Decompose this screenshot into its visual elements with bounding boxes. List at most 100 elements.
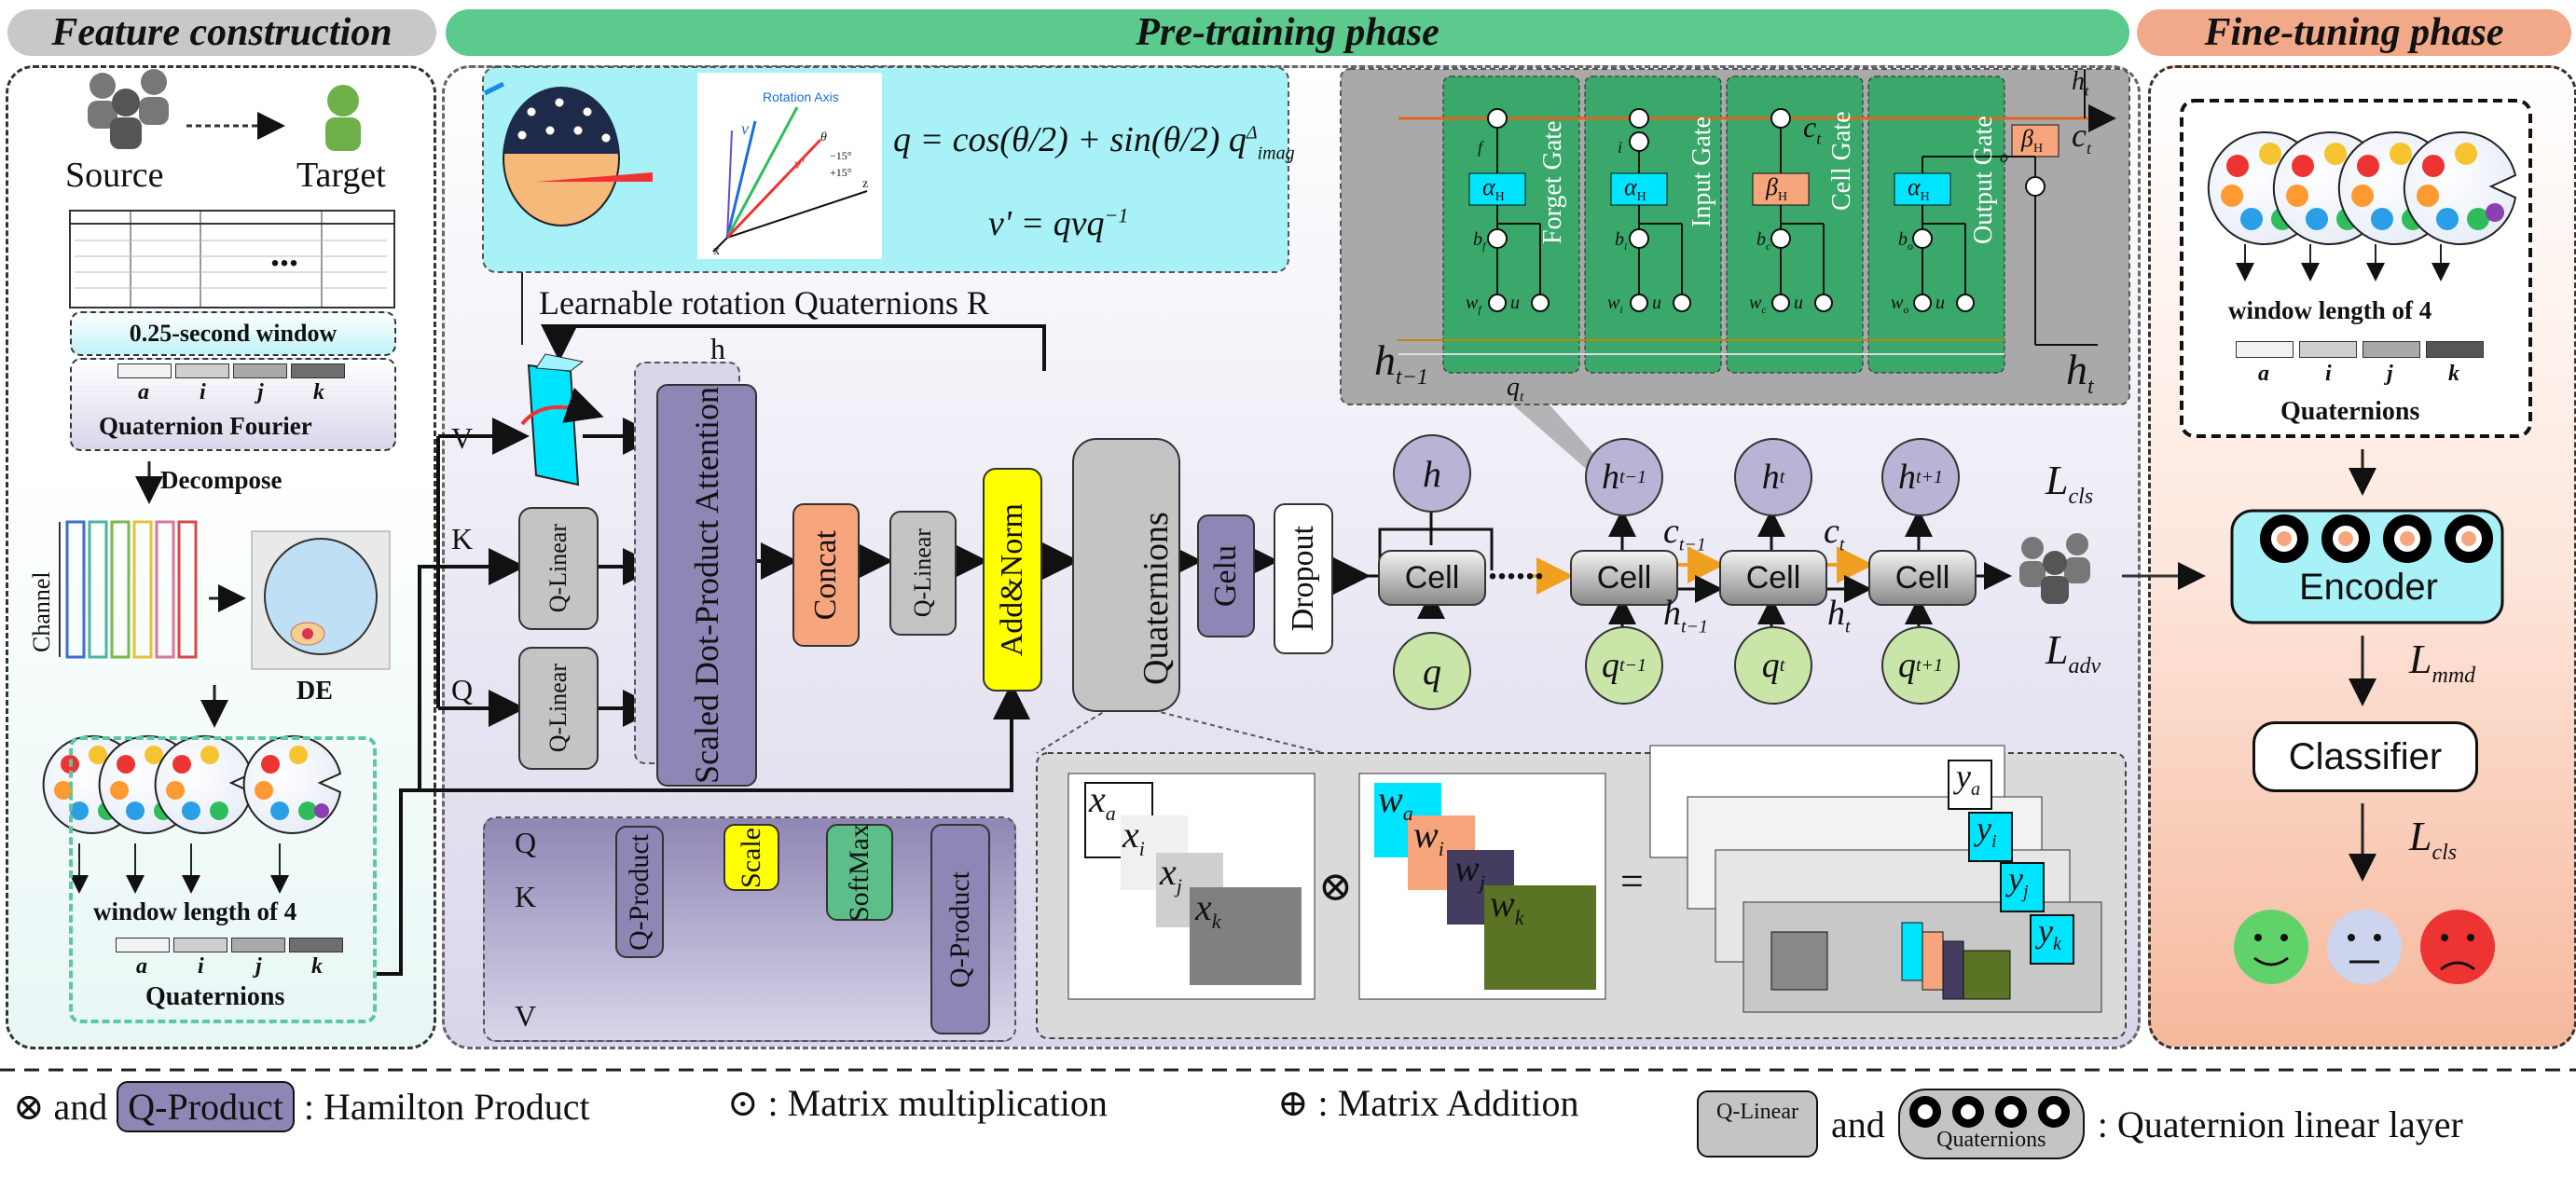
channel-label: Channel — [28, 571, 55, 652]
source-people-icon — [88, 69, 169, 149]
y-i-label: yi — [1977, 810, 1997, 853]
legend-qlinear: Q-Linear and Quaternions : Quaternion li… — [1697, 1089, 2463, 1159]
dots-label: ...... — [1488, 545, 1544, 587]
forget-gate-label: Forget Gate — [1538, 120, 1567, 244]
ellipsis-label: ... — [270, 232, 298, 274]
equation-v: v' = qvq−1 — [988, 203, 1129, 243]
encoder-label: Encoder — [2299, 567, 2438, 608]
window-box: 0.25-second window — [70, 311, 396, 356]
quaternions-layer-box — [1072, 438, 1180, 712]
axis-m15-label: −15° — [830, 149, 852, 162]
palette-left-frame — [69, 736, 377, 1023]
legend-matmul: ⊙ : Matrix multiplication — [727, 1082, 1108, 1124]
w-a-label: wa — [1378, 778, 1413, 825]
lstm-gate-panel — [1340, 68, 2130, 405]
legend-hamilton-text: : Hamilton Product — [303, 1086, 590, 1128]
cell-gate-label: Cell Gate — [1827, 111, 1856, 211]
q-input-label: Q — [451, 673, 474, 706]
gate-w-o: wo — [1891, 293, 1909, 316]
gate-ht-top-label: ht — [2072, 67, 2089, 100]
target-person-icon — [325, 85, 361, 151]
cell-box-2: Cell — [1719, 550, 1827, 606]
equals-label: = — [1620, 858, 1644, 904]
gate-u-f: u — [1510, 293, 1520, 313]
h-tm1-flow-label: ht−1 — [1663, 594, 1709, 637]
l-mmd-label: Lmmd — [2409, 637, 2476, 688]
dropout-box: Dropout — [1274, 503, 1333, 654]
quaternion-fourier-label: Quaternion Fourier — [99, 412, 312, 440]
alpha-h-i: αH — [1624, 173, 1646, 205]
phase-feature-construction: Feature construction — [7, 9, 436, 56]
qp-q-label: Q — [515, 826, 537, 859]
beta-h-out: βH — [2021, 125, 2044, 157]
window-length-label-left: window length of 4 — [93, 897, 297, 925]
window-length-label-right: window length of 4 — [2228, 296, 2432, 324]
gate-w-c: wc — [1749, 293, 1767, 316]
quaternions-layer-label: Quaternions — [1136, 512, 1176, 685]
legend-quaternions-box: Quaternions — [1897, 1089, 2085, 1159]
times-label: ⊗ — [1318, 864, 1353, 910]
gate-htm1-label: ht−1 — [1374, 336, 1428, 390]
rotation-panel — [482, 66, 1289, 273]
phase-pre-training: Pre-training phase — [446, 9, 2129, 56]
classifier-box: Classifier — [2252, 721, 2478, 792]
gate-u-i: u — [1652, 293, 1661, 313]
c-tm1-label: ct−1 — [1663, 512, 1706, 555]
q-product-box-2: Q-Product — [930, 824, 990, 1034]
h-circle: h — [1393, 434, 1471, 513]
axis-p15-label: +15° — [830, 166, 852, 179]
gate-i-label: i — [1618, 138, 1623, 157]
gelu-box: Gelu — [1197, 514, 1255, 637]
axis-theta-label: θ — [820, 130, 827, 144]
hamilton-panel — [1036, 745, 2127, 1039]
scale-box: Scale — [723, 824, 779, 891]
gate-b-f: bf — [1473, 229, 1486, 253]
learnable-rotation-label: Learnable rotation Quaternions R — [539, 284, 989, 322]
l-cls-label: Lcls — [2046, 458, 2094, 509]
l-cls-ft-label: Lcls — [2409, 814, 2458, 865]
x-a-label: xa — [1089, 778, 1116, 825]
legend-qproduct-box: Q-Product — [117, 1081, 295, 1132]
quaternions-label-left: Quaternions — [145, 982, 285, 1011]
q-linear-q-box: Q-Linear — [518, 647, 599, 770]
gate-u-o: u — [1935, 293, 1945, 313]
axis-z-label: z — [862, 177, 869, 191]
qp-v-label: V — [515, 999, 537, 1033]
equation-q: q = cos(θ/2) + sin(θ/2) qΔimag — [893, 120, 1295, 164]
rotation-axis-plot — [712, 106, 868, 253]
gate-ct-label: ct — [1803, 110, 1822, 148]
w-k-label: wk — [1490, 883, 1524, 929]
source-label: Source — [65, 156, 164, 195]
decompose-label: Decompose — [160, 466, 282, 494]
legend-matadd: ⊕ : Matrix Addition — [1277, 1082, 1579, 1124]
q-product-box-1: Q-Product — [615, 826, 664, 958]
encoder-box — [2230, 509, 2504, 624]
gate-ct-out-label: ct — [2072, 116, 2091, 158]
gate-w-i: wi — [1607, 293, 1623, 316]
softmax-box: SoftMax — [826, 824, 893, 922]
phase-fine-tuning: Fine-tuning phase — [2137, 9, 2571, 56]
alpha-h-f: αH — [1482, 173, 1505, 205]
gate-u-c: u — [1794, 293, 1803, 313]
x-k-label: xk — [1195, 886, 1221, 933]
add-norm-box: Add&Norm — [983, 468, 1042, 692]
palette-group-right — [2180, 99, 2532, 438]
gate-b-o: bo — [1898, 229, 1913, 253]
gate-f-label: f — [1478, 138, 1483, 157]
gate-b-i: bi — [1615, 229, 1628, 253]
qp-k-label: K — [515, 880, 537, 913]
x-i-label: xi — [1123, 814, 1145, 860]
gate-ht-out-label: ht — [2066, 346, 2094, 400]
axis-v-label: v — [741, 119, 749, 138]
h-t-flow-label: ht — [1827, 594, 1851, 637]
axis-x-label: x — [713, 244, 720, 258]
q-linear-k-box: Q-Linear — [518, 507, 599, 630]
y-a-label: ya — [1956, 758, 1980, 801]
y-k-label: yk — [2038, 912, 2061, 955]
c-t-label: ct — [1824, 512, 1845, 555]
